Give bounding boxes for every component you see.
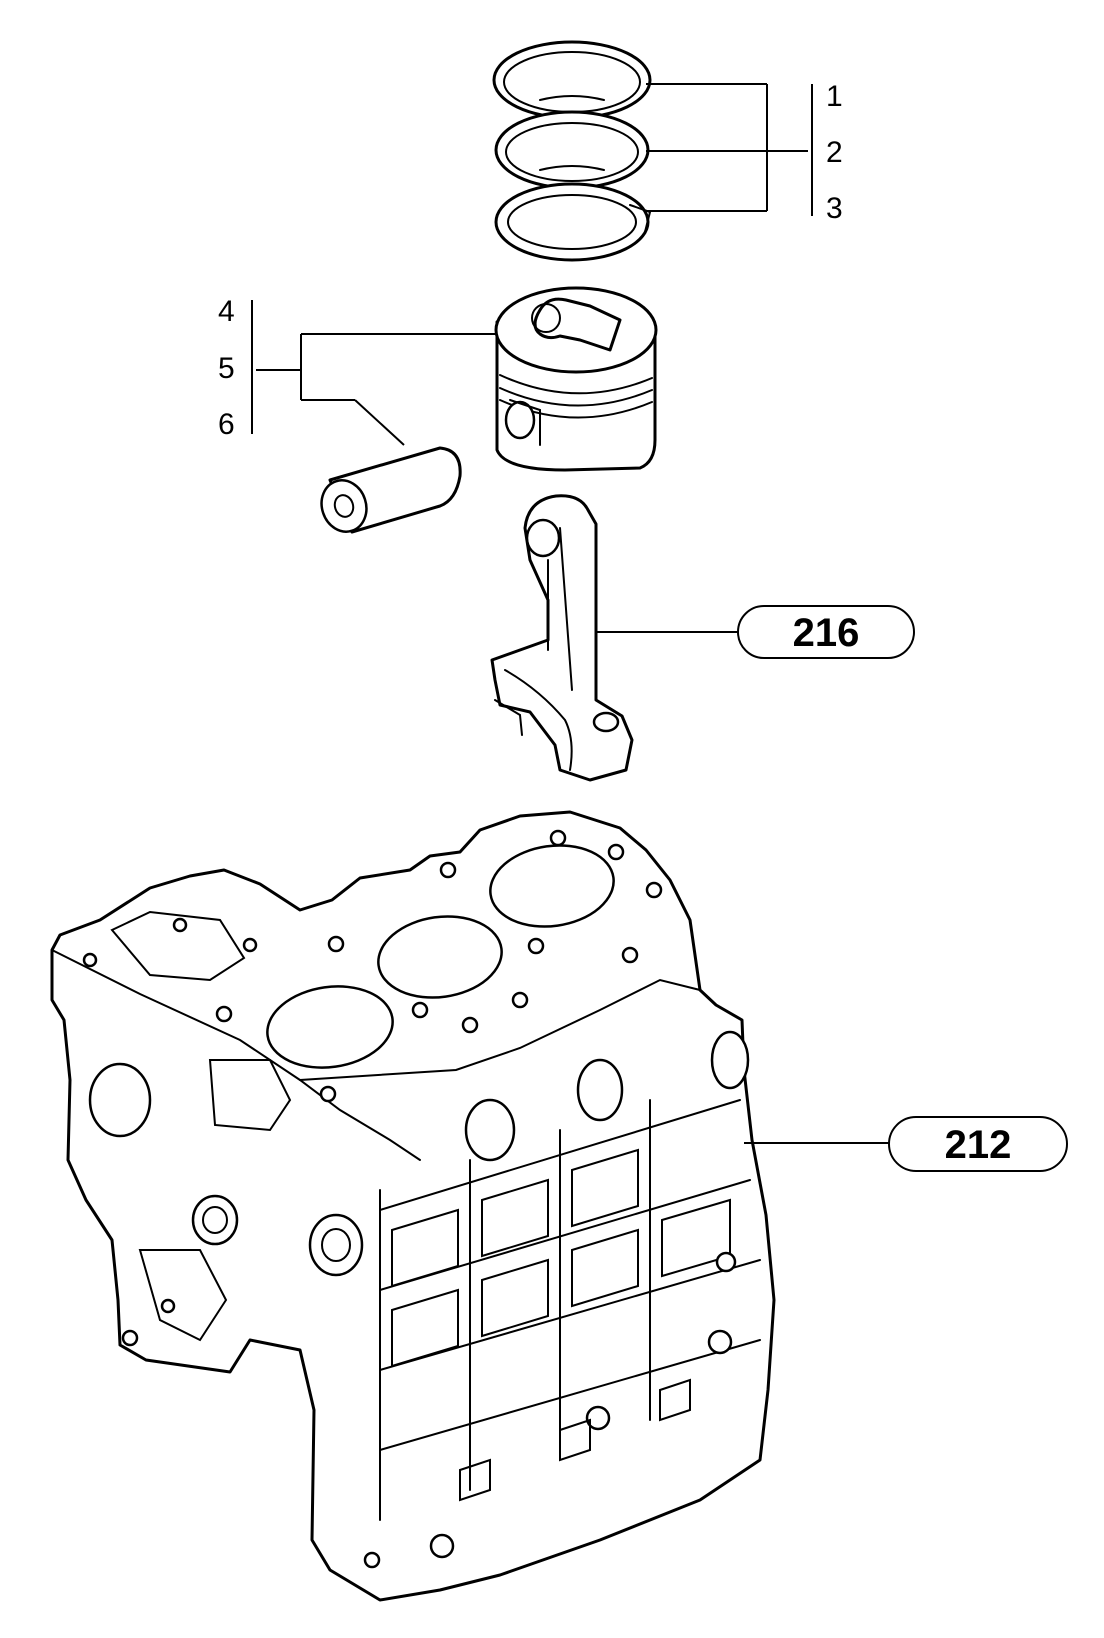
cylinder-block <box>50 810 776 1602</box>
reference-212: 212 <box>888 1116 1068 1172</box>
callout-6: 6 <box>218 408 235 441</box>
callout-4: 4 <box>218 295 235 328</box>
callout-3: 3 <box>826 192 843 225</box>
piston-pin <box>320 446 462 534</box>
reference-216: 216 <box>737 605 915 659</box>
piston <box>494 286 658 472</box>
callout-1: 1 <box>826 80 843 113</box>
piston-ring-2 <box>494 110 650 190</box>
reference-212-label: 212 <box>945 1123 1012 1167</box>
callout-2: 2 <box>826 136 843 169</box>
piston-ring-1 <box>492 40 652 120</box>
rings-leader-lines <box>646 83 813 216</box>
piston-leader-lines <box>251 300 497 446</box>
connecting-rod <box>490 494 634 782</box>
callout-5: 5 <box>218 352 235 385</box>
piston-ring-3 <box>494 182 652 262</box>
reference-216-label: 216 <box>793 611 860 655</box>
